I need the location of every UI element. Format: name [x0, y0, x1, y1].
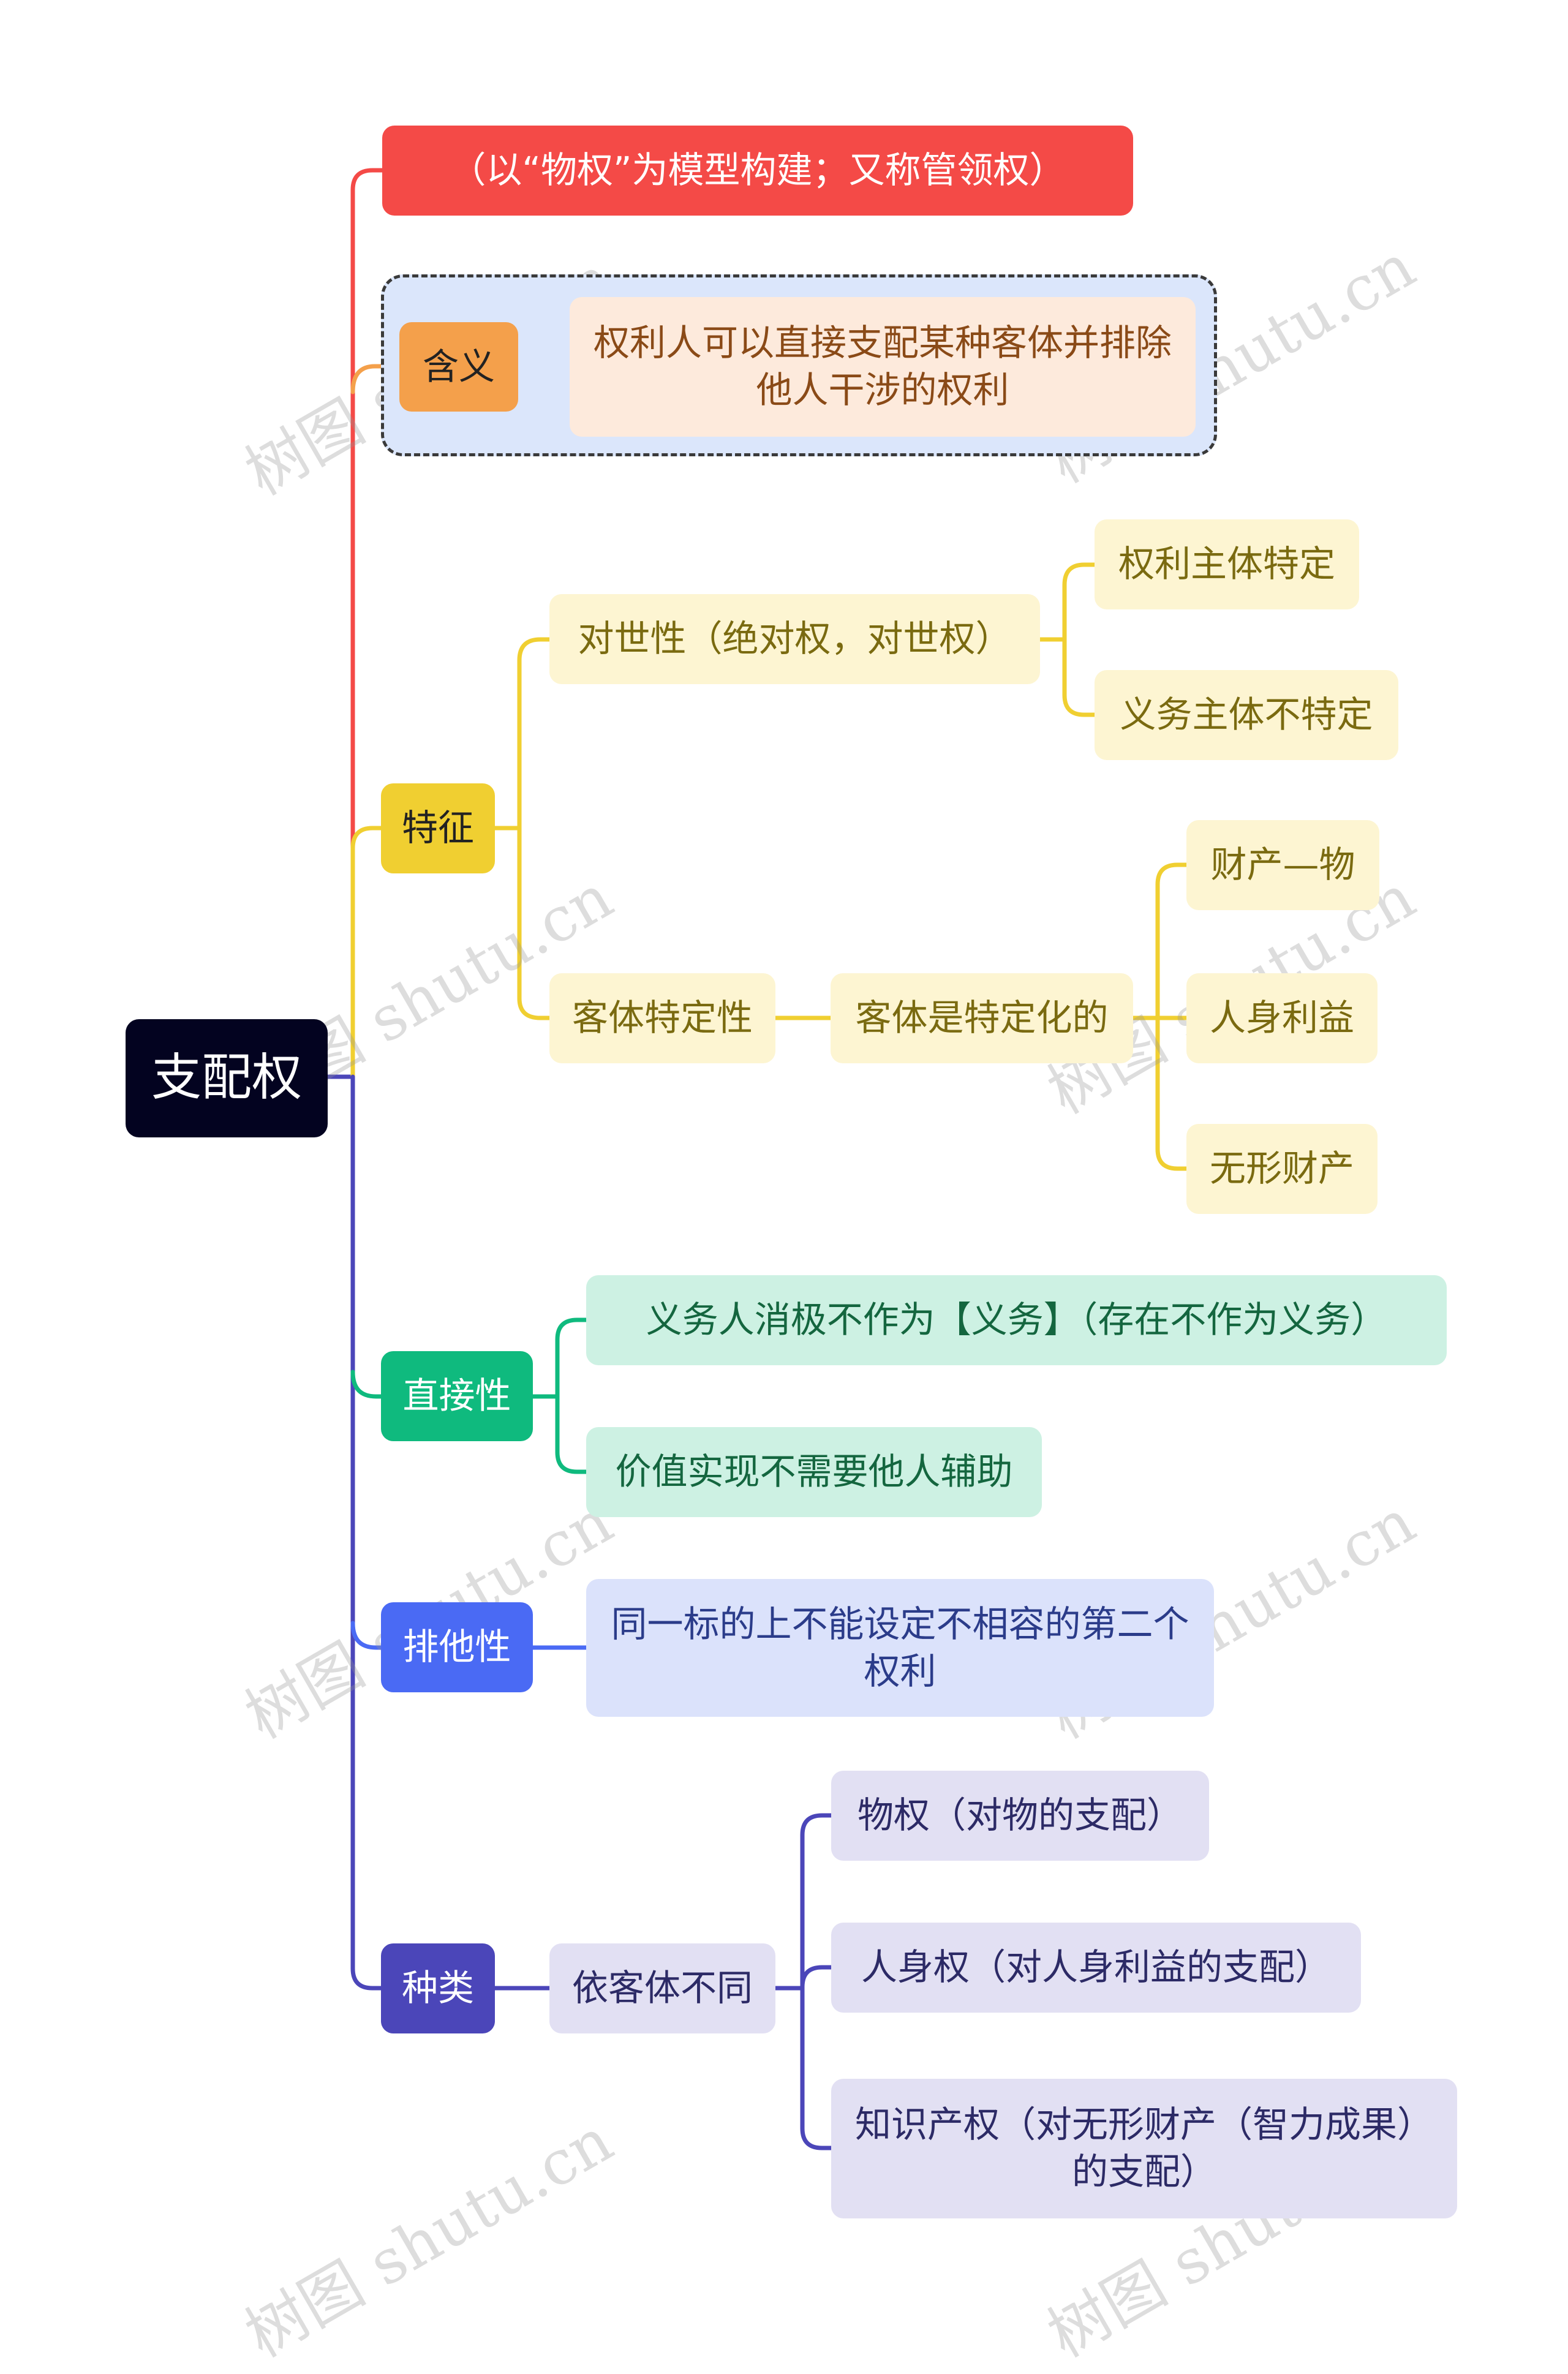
absolute-node[interactable]: 对世性（绝对权，对世权）	[549, 594, 1040, 684]
direct-node[interactable]: 直接性	[381, 1351, 533, 1441]
features-node[interactable]: 特征	[381, 783, 495, 873]
types-item-3[interactable]: 知识产权（对无形财产（智力成果）的支配）	[831, 2079, 1457, 2218]
meaning-definition[interactable]: 权利人可以直接支配某种客体并排除他人干涉的权利	[570, 297, 1196, 437]
root-node[interactable]: 支配权	[126, 1019, 328, 1137]
object-item-2[interactable]: 人身利益	[1186, 973, 1378, 1063]
absolute-item-2[interactable]: 义务主体不特定	[1095, 670, 1398, 760]
types-node[interactable]: 种类	[381, 1943, 495, 2033]
note-node[interactable]: （以“物权”为模型构建；又称管领权）	[382, 126, 1133, 216]
types-basis-node[interactable]: 依客体不同	[549, 1943, 775, 2033]
object-child-node[interactable]: 客体是特定化的	[831, 973, 1133, 1063]
meaning-node[interactable]: 含义	[399, 322, 518, 412]
absolute-item-1[interactable]: 权利主体特定	[1095, 519, 1359, 609]
object-item-1[interactable]: 财产—物	[1186, 820, 1379, 910]
direct-item-1[interactable]: 义务人消极不作为【义务】（存在不作为义务）	[586, 1275, 1447, 1365]
object-item-3[interactable]: 无形财产	[1186, 1124, 1378, 1214]
connector-lines	[325, 168, 1189, 2150]
exclusive-text[interactable]: 同一标的上不能设定不相容的第二个权利	[586, 1579, 1214, 1717]
types-item-1[interactable]: 物权（对物的支配）	[831, 1771, 1209, 1861]
types-item-2[interactable]: 人身权（对人身利益的支配）	[831, 1923, 1361, 2013]
exclusive-node[interactable]: 排他性	[381, 1602, 533, 1692]
object-node[interactable]: 客体特定性	[549, 973, 775, 1063]
direct-item-2[interactable]: 价值实现不需要他人辅助	[586, 1427, 1042, 1517]
